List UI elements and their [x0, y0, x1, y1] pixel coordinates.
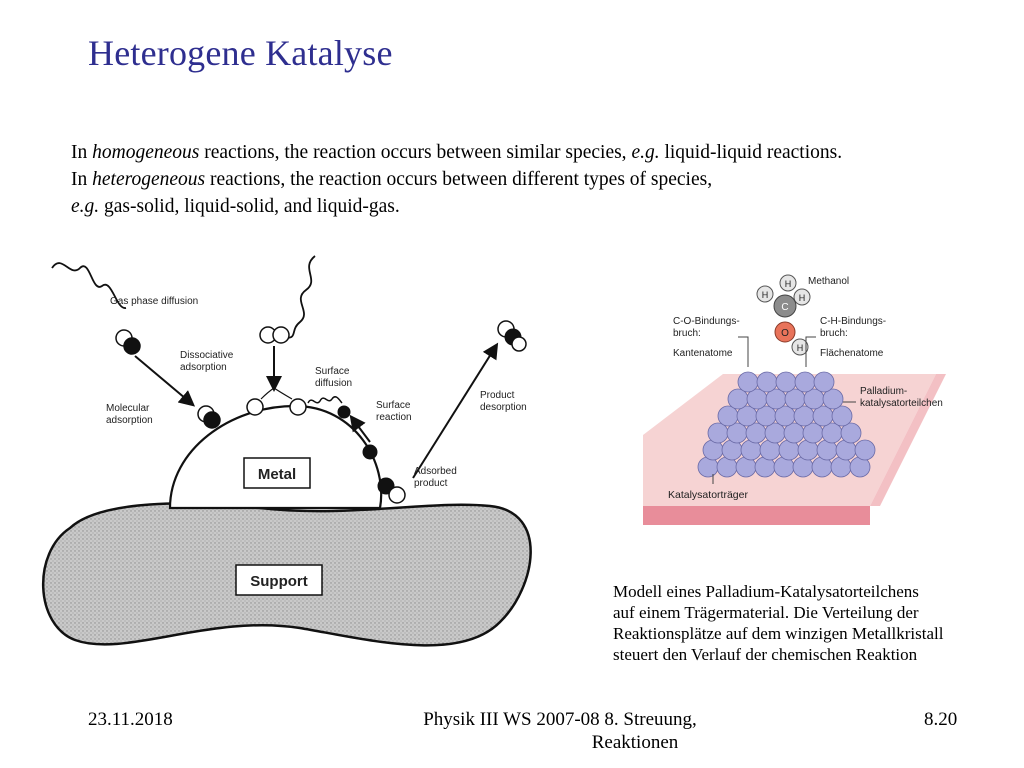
adsorbed-atom-2 [203, 411, 221, 429]
label-product-2: desorption [480, 402, 527, 413]
gas-path-left [51, 262, 127, 309]
figure-caption: Modell eines Palladium-Katalysatorteilch… [613, 581, 1018, 665]
label-dissociative-1: Dissociative [180, 350, 234, 361]
caption-line-4: steuert den Verlauf der chemischen Reakt… [613, 645, 918, 664]
slide-title: Heterogene Katalyse [88, 33, 393, 73]
label-product-1: Product [480, 390, 515, 401]
co-pointer [738, 336, 749, 367]
palladium-atom [854, 439, 876, 461]
label-methanol: Methanol [808, 276, 849, 287]
molecular-adsorption-arrow [134, 355, 196, 407]
label-co-3: Kantenatome [673, 348, 733, 359]
hydrogen-atom-1 [756, 285, 774, 303]
support-plate-front [643, 506, 870, 525]
palladium-atom [840, 422, 862, 444]
support-plate-right-edge [870, 374, 946, 506]
label-h-1: H [762, 290, 769, 300]
label-pd-2: katalysatorteilchen [860, 398, 943, 409]
palladium-atom [737, 371, 759, 393]
palladium-atom [794, 371, 816, 393]
oxygen-atom [774, 321, 796, 343]
palladium-atom-pile [697, 371, 876, 478]
adsorbed-product-atom-b [388, 486, 406, 504]
label-h-3: H [799, 293, 806, 303]
metal-label: Metal [258, 466, 296, 483]
diss-molecule-atom-b [272, 326, 290, 344]
label-surface-reaction-1: Surface [376, 400, 411, 411]
intro-line-3: e.g. gas-solid, liquid-solid, and liquid… [71, 196, 400, 217]
label-ch-1: C-H-Bindungs- [820, 316, 886, 327]
desorbed-atom-c [511, 336, 527, 352]
intro-line-2: In heterogeneous reactions, the reaction… [71, 169, 713, 190]
footer-course: Physik III WS 2007-08 8. Streuung, Reakt… [380, 708, 740, 754]
metal-box [243, 457, 311, 489]
intro-line-1: In homogeneous reactions, the reaction o… [71, 142, 843, 163]
label-adsorbed-1: Adsorbed [414, 466, 457, 477]
label-h-2: H [785, 279, 792, 289]
palladium-atom [831, 405, 853, 427]
label-surface-diffusion-1: Surface [315, 366, 350, 377]
carbon-atom [773, 294, 797, 318]
palladium-atom [813, 371, 835, 393]
hydrogen-atom-3 [793, 288, 811, 306]
reaction-atom-1 [362, 444, 378, 460]
adsorbed-atom-3 [246, 398, 264, 416]
label-o: O [781, 328, 789, 339]
hydrogen-atom-2 [779, 274, 797, 292]
surface-diffusion-path [307, 396, 343, 404]
label-c: C [781, 302, 788, 313]
label-ch-2: bruch: [820, 328, 848, 339]
intro-text: In homogeneous reactions, the reaction o… [71, 139, 1001, 220]
split-lines [260, 387, 293, 400]
palladium-atom [727, 388, 749, 410]
footer-course-line-2: Reaktionen [591, 732, 679, 753]
label-co-1: C-O-Bindungs- [673, 316, 740, 327]
caption-line-2: auf einem Trägermaterial. Die Verteilung… [613, 603, 919, 622]
support-box [235, 564, 323, 596]
catalysis-steps-diagram: Metal Support Gas phase diffusion Dissoc… [41, 255, 532, 647]
label-molecular-2: adsorption [106, 415, 153, 426]
label-surface-diffusion-2: diffusion [315, 378, 352, 389]
label-pd-1: Palladium- [860, 386, 907, 397]
support-label: Support [250, 573, 308, 590]
footer-course-line-1: Physik III WS 2007-08 8. Streuung, [423, 709, 697, 730]
label-traeger: Katalysatorträger [668, 489, 748, 501]
label-dissociative-2: adsorption [180, 362, 227, 373]
surface-reaction-arrow [349, 414, 371, 443]
caption-line-3: Reaktionsplätze auf dem winzigen Metallk… [613, 624, 944, 643]
palladium-catalyst-diagram: Katalysatorträger H H H C O H Methanol C… [643, 274, 946, 525]
label-h-4: H [797, 343, 804, 353]
gas-molecule-atom-b [123, 337, 141, 355]
caption-line-1: Modell eines Palladium-Katalysatorteilch… [613, 582, 919, 601]
label-co-2: bruch: [673, 328, 701, 339]
palladium-atom [822, 388, 844, 410]
footer-date: 23.11.2018 [88, 709, 173, 730]
palladium-atom [775, 371, 797, 393]
label-adsorbed-2: product [414, 478, 448, 489]
gas-path-right [285, 255, 316, 339]
label-gas-phase-diffusion: Gas phase diffusion [110, 296, 198, 307]
ch-pointer [805, 336, 816, 367]
palladium-atom [756, 371, 778, 393]
diffusing-atom [337, 405, 351, 419]
label-surface-reaction-2: reaction [376, 412, 412, 423]
label-molecular-1: Molecular [106, 403, 150, 414]
palladium-atom [717, 405, 739, 427]
adsorbed-atom-4 [289, 398, 307, 416]
palladium-atom [707, 422, 729, 444]
label-ch-3: Flächenatome [820, 348, 884, 359]
footer-page-number: 8.20 [924, 709, 958, 730]
hydrogen-atom-4 [791, 338, 809, 356]
product-desorption-arrow [412, 342, 499, 479]
